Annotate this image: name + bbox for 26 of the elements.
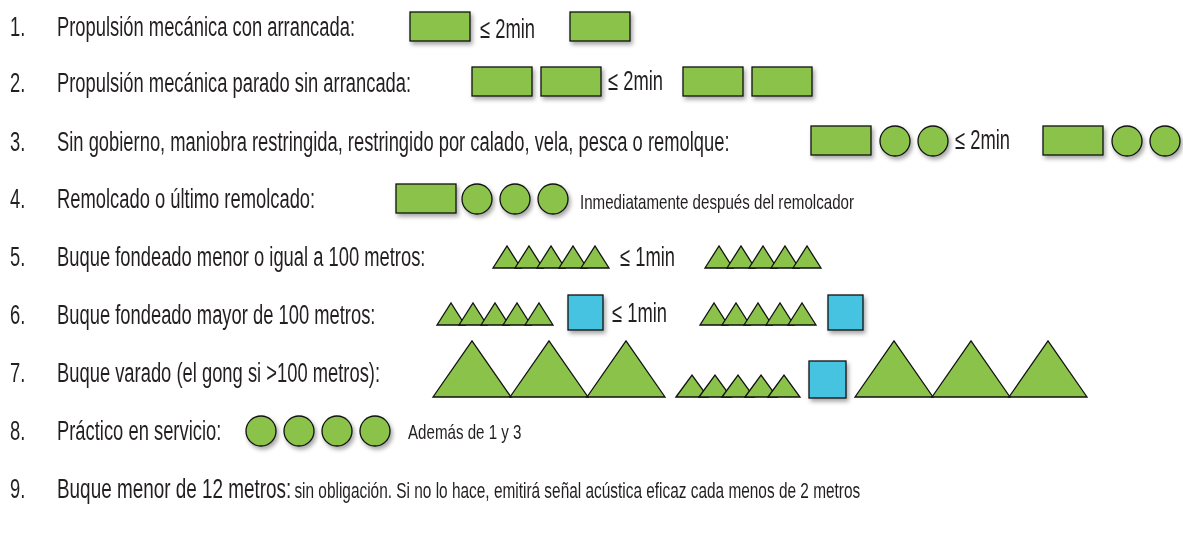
item-text: Buque fondeado mayor de 100 metros: xyxy=(57,301,376,329)
item-text: Sin gobierno, maniobra restringida, restringido por calado, vela, pesca o remolque: xyxy=(57,128,730,156)
interval-text: ≤ 2min xyxy=(955,126,1010,154)
list-number: 7. xyxy=(10,359,26,387)
item-text: Remolcado o último remolcado: xyxy=(57,185,316,213)
item-text: Buque fondeado menor o igual a 100 metros: xyxy=(57,243,426,271)
note-text: sin obligación. Si no lo hace, emitirá señal acústica eficaz cada menos de 2 metros xyxy=(294,478,861,503)
list-number: 6. xyxy=(10,301,26,329)
list-number: 9. xyxy=(10,475,26,503)
list-number: 8. xyxy=(10,417,26,445)
item-text: Buque varado (el gong si >100 metros): xyxy=(57,359,380,387)
note-text: Inmediatamente después del remolcador xyxy=(580,190,854,212)
interval-text: ≤ 1min xyxy=(612,299,667,327)
list-number: 5. xyxy=(10,243,26,271)
list-number: 4. xyxy=(10,185,26,213)
interval-text: ≤ 2min xyxy=(480,15,535,43)
list-number: 1. xyxy=(10,13,26,41)
item-text: Buque menor de 12 metros: xyxy=(57,474,292,504)
item-text: Práctico en servicio: xyxy=(57,417,222,445)
note-text: Además de 1 y 3 xyxy=(408,420,522,442)
list-number: 2. xyxy=(10,69,26,97)
interval-text: ≤ 1min xyxy=(620,243,675,271)
list-number: 3. xyxy=(10,128,26,156)
item-text: Propulsión mecánica con arrancada: xyxy=(57,13,355,41)
interval-text: ≤ 2min xyxy=(608,67,663,95)
item-text: Propulsión mecánica parado sin arrancada: xyxy=(57,69,412,97)
